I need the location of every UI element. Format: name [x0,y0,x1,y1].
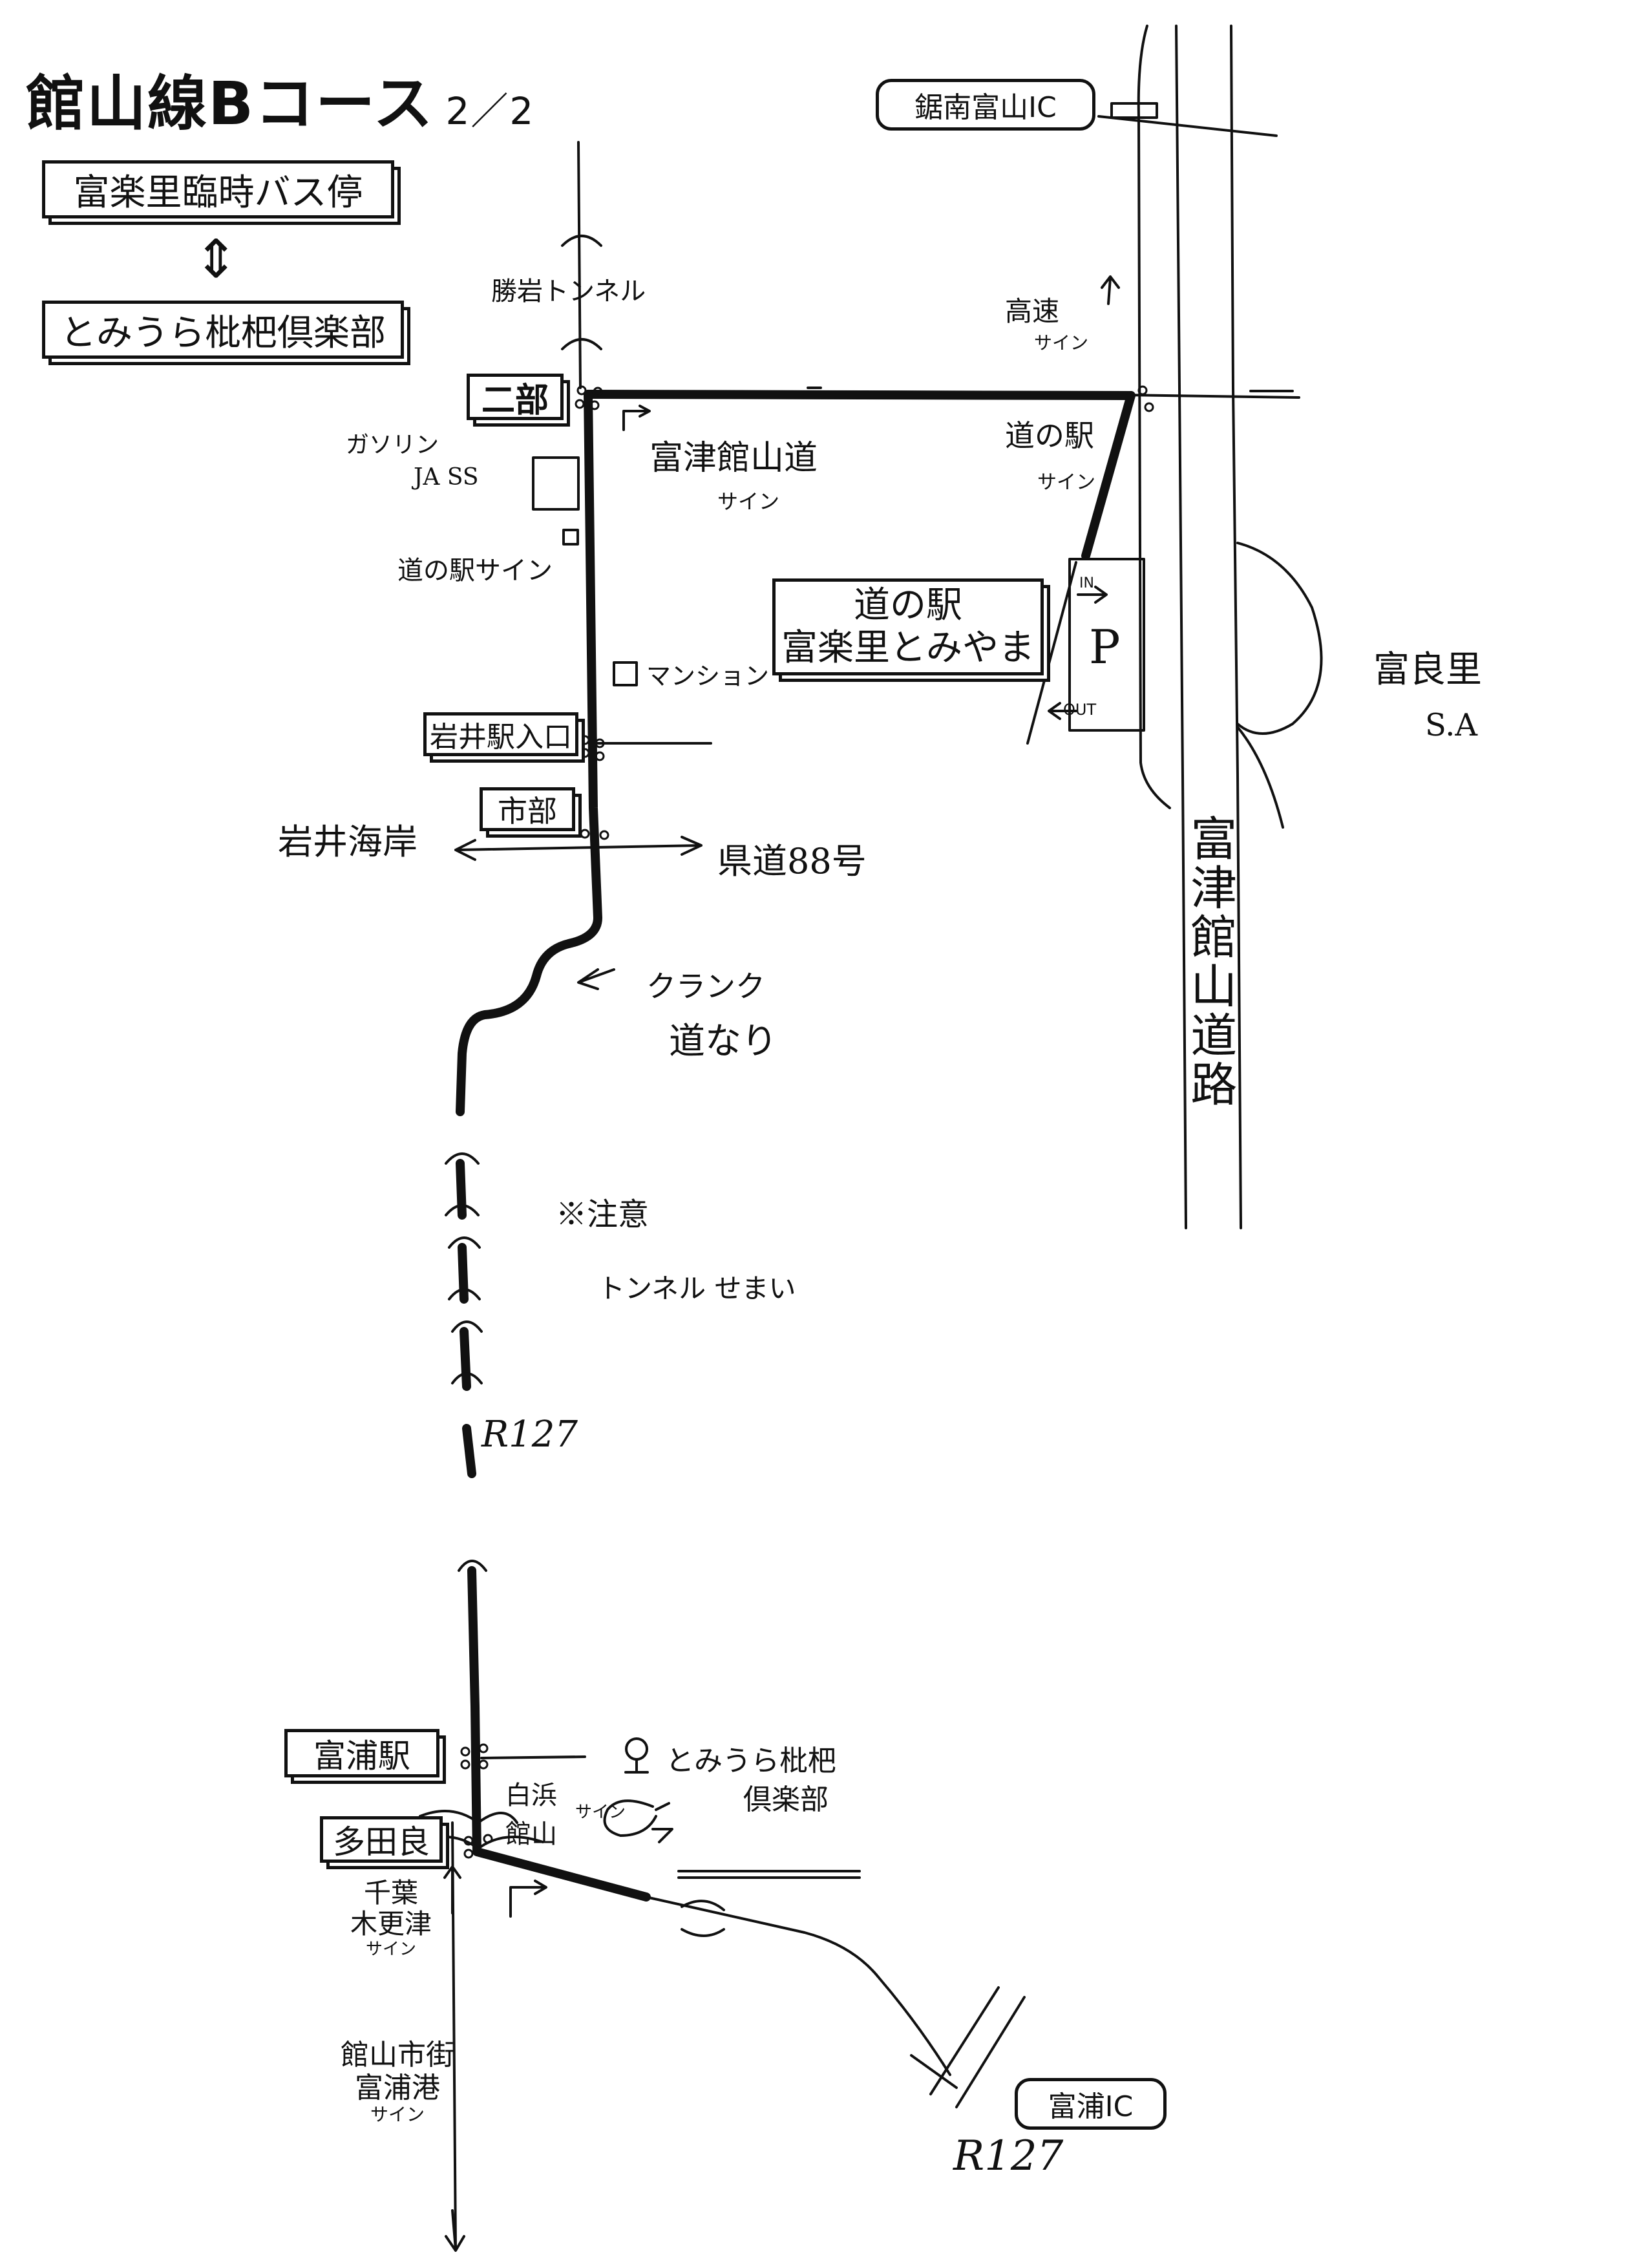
mansion-marker [613,661,638,686]
parking-out-label: OUT [1063,701,1097,719]
shirahama-sign-sub-label: サイン [575,1803,626,1822]
michinoeki-sign-right-label: 道の駅 [1005,418,1094,453]
expressway-road [1078,25,1300,1229]
ic-marker-top [1110,102,1158,119]
parking-access [1026,561,1077,745]
swap-arrow-icon: ⇕ [194,229,238,290]
mansion-label: マンション [646,662,770,690]
bus-stop-nibu: 二部 [467,374,564,420]
tateyama-city-line2: 富浦港 [355,2071,440,2104]
minor-roads-bottom [419,1755,1026,2252]
kousoku-sign-sub-label: サイン [1034,332,1089,354]
minor-roads-top [454,141,1120,990]
biwa-club-label: とみうら枇杷 [666,1744,836,1777]
sign-marker-left [562,529,579,546]
michinoeki-sign-left-label: 道の駅サイン [397,556,553,586]
crank-label: クランク [646,969,765,1004]
shirahama-sign-label: 白浜 [505,1781,557,1810]
katsuiwa-tunnel-label: 勝岩トンネル [491,277,646,306]
biwa-club-symbol [603,1737,673,1843]
bus-stop-tatara: 多田良 [320,1816,443,1863]
tateyama-city-line1: 館山市街 [341,2039,454,2072]
tateyama-sign-label: 館山 [505,1819,557,1849]
route-from-box: 富楽里臨時バス停 [42,160,394,218]
iwai-kaigan-label: 岩井海岸 [278,821,417,862]
kendo-88-label: 県道88号 [717,841,867,882]
tunnel-narrow-label: トンネル せまい [598,1273,796,1304]
parking-icon: P [1089,620,1121,674]
tomiura-ic-box: 富浦IC [1015,2078,1167,2130]
sa-label: S.A [1425,707,1478,743]
r127-bottom-label: R127 [953,2132,1064,2180]
chiba-sign-line2: 木更津 [350,1908,432,1940]
gas-station-marker [532,456,580,511]
parking-in-label: IN [1079,575,1094,591]
bus-stop-tomiura-eki: 富浦駅 [284,1729,439,1777]
chiba-sign-label: 千葉 木更津 サイン [349,1877,433,1959]
sa-ramp [1236,726,1284,829]
caution-label: ※注意 [556,1196,650,1233]
sa-loop [1236,542,1323,735]
r127-top-label: R127 [481,1414,578,1456]
bus-route-line [456,390,1136,1902]
kousoku-sign-label: 高速 [1005,295,1060,327]
expressway-label: 富津館山道路 [1182,814,1237,1109]
chiba-sign-line1: 千葉 [363,1877,418,1909]
kyonan-tomiyama-ic-box: 鋸南富山IC [876,79,1095,131]
tomitsu-sign-label: 富津館山道 [650,439,818,478]
bus-stop-iwaieki-iriguchi: 岩井駅入口 [423,712,578,756]
tomiyoshi-sa-label: 富良里 [1373,649,1482,691]
chiba-sign-line3: サイン [365,1939,416,1959]
title-text: 館山線Bコース [26,69,434,138]
destination-line1: 道の駅 [854,584,962,626]
bus-stop-dots [460,385,1154,1859]
tateyama-city-sign-label: 館山市街 富浦港 サイン [330,2039,465,2125]
parking-in-arrow [1077,586,1108,604]
biwa-club-sub-label: 倶楽部 [743,1783,829,1816]
bus-stop-ichibu: 市部 [480,787,575,831]
destination-line2: 富楽里とみやま [781,627,1035,669]
destination-box: 道の駅 富楽里とみやま [772,578,1044,675]
route-to-box: とみうら枇杷倶楽部 [42,301,404,359]
ja-ss-label: JA SS [414,464,479,491]
parking-area [1068,558,1145,732]
michinari-label: 道なり [669,1021,777,1063]
parking-out-arrow [1048,702,1077,720]
tateyama-city-line3: サイン [370,2104,425,2126]
page-number: 2／2 [445,89,535,133]
michinoeki-sign-right-sub-label: サイン [1037,471,1095,494]
gasoline-label: ガソリン [346,432,439,458]
tomitsu-sign-sub-label: サイン [717,489,780,514]
